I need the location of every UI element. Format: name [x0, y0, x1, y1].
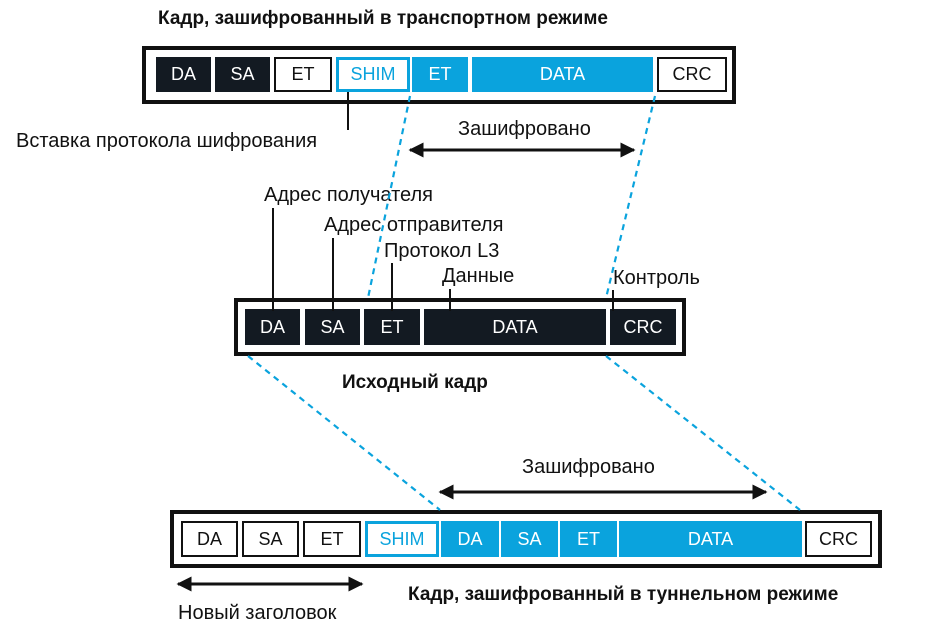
annotation-control: Контроль	[613, 267, 700, 289]
transport-cell-et-outer: ET	[274, 57, 332, 92]
tunnel-cell-sa-outer: SA	[242, 521, 299, 557]
original-frame-title: Исходный кадр	[342, 372, 488, 393]
dashed-link-transport-left	[366, 95, 412, 299]
original-cell-et: ET	[364, 309, 420, 345]
dashed-link-tunnel-right	[605, 355, 801, 511]
tunnel-cell-et-outer: ET	[303, 521, 361, 557]
annotation-l3-protocol: Протокол L3	[384, 240, 500, 262]
tunnel-frame-title: Кадр, зашифрованный в туннельном режиме	[408, 584, 839, 605]
transport-cell-sa: SA	[215, 57, 270, 92]
transport-cell-crc: CRC	[657, 57, 727, 92]
new-header-label: Новый заголовок	[178, 602, 337, 624]
tunnel-cell-data: DATA	[619, 521, 802, 557]
original-cell-sa: SA	[305, 309, 360, 345]
tunnel-cell-sa-inner: SA	[501, 521, 558, 557]
transport-cell-et-inner: ET	[412, 57, 468, 92]
annotation-dest-address: Адрес получателя	[264, 184, 433, 206]
tunnel-cell-et-inner: ET	[560, 521, 617, 557]
tunnel-cell-crc: CRC	[805, 521, 872, 557]
original-cell-da: DA	[245, 309, 300, 345]
tunnel-encrypted-label: Зашифровано	[522, 456, 655, 478]
tunnel-cell-shim: SHIM	[365, 521, 439, 557]
original-cell-data: DATA	[424, 309, 606, 345]
annotation-src-address: Адрес отправителя	[324, 214, 504, 236]
dashed-link-tunnel-left	[247, 355, 441, 511]
transport-cell-da: DA	[156, 57, 211, 92]
tunnel-cell-da-outer: DA	[181, 521, 238, 557]
transport-cell-shim: SHIM	[336, 57, 410, 92]
original-cell-crc: CRC	[610, 309, 676, 345]
tunnel-cell-da-inner: DA	[441, 521, 499, 557]
dashed-link-transport-right	[604, 95, 657, 299]
transport-frame-title: Кадр, зашифрованный в транспортном режим…	[158, 8, 608, 29]
annotation-data: Данные	[442, 265, 515, 287]
transport-encrypted-label: Зашифровано	[458, 118, 591, 140]
transport-cell-data: DATA	[472, 57, 653, 92]
shim-note-label: Вставка протокола шифрования	[16, 130, 318, 152]
